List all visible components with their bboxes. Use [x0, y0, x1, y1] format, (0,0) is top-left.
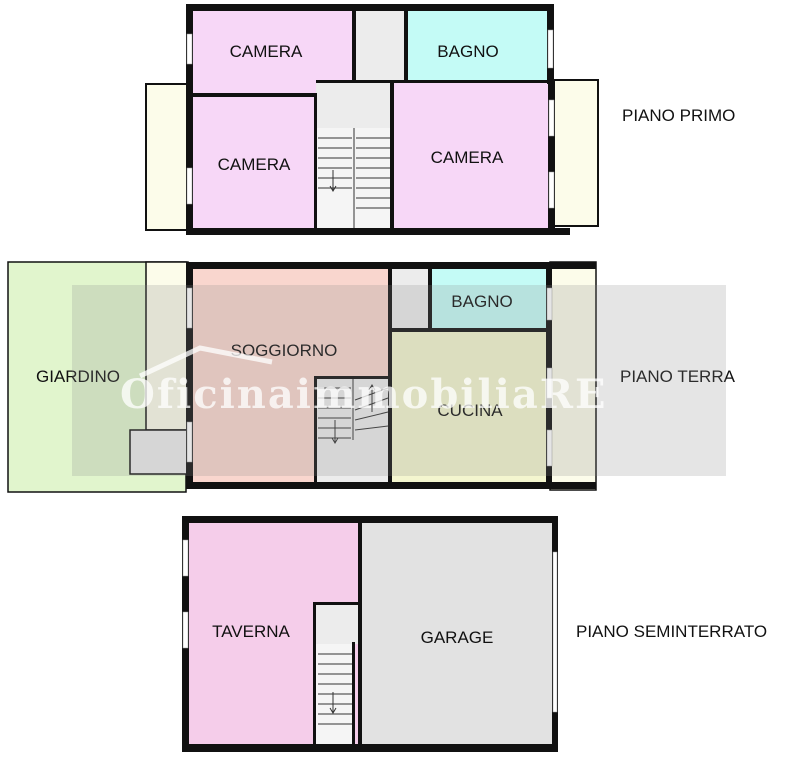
windows-primo	[186, 29, 555, 209]
label-cucina: CUCINA	[437, 401, 503, 420]
hall-primo-north	[354, 10, 406, 82]
room-camera-w	[192, 93, 316, 229]
stair-treads-primo	[318, 128, 390, 229]
label-bagno-terra: BAGNO	[451, 292, 512, 311]
label-camera-nw: CAMERA	[230, 42, 303, 61]
label-taverna: TAVERNA	[212, 622, 290, 641]
floor-primo: CAMERA BAGNO CAMERA CAMERA PIANO PRIMO	[145, 4, 735, 235]
watermark-band	[72, 285, 726, 476]
stair-arrow-icon	[329, 170, 337, 192]
windows-terra	[186, 287, 553, 467]
room-cucina	[390, 330, 548, 482]
stair-treads-seminterrato	[318, 653, 352, 725]
label-bagno-primo: BAGNO	[437, 42, 498, 61]
floor-seminterrato: TAVERNA GARAGE PIANO SEMINTERRATO	[182, 516, 767, 752]
room-camera-nw	[192, 10, 354, 93]
stair-arrow-icon	[331, 420, 339, 444]
label-camera-w: CAMERA	[218, 155, 291, 174]
balcony-primo-east	[547, 79, 599, 227]
hall-primo-stair-landing	[316, 82, 392, 128]
label-camera-e: CAMERA	[431, 148, 504, 167]
watermark: OficinaimmobiliaRE	[72, 285, 726, 476]
porch-terra-west	[145, 261, 189, 431]
room-bagno-terra	[430, 268, 548, 330]
windows-seminterrato	[182, 539, 558, 713]
room-bagno-primo	[406, 10, 548, 82]
label-giardino: GIARDINO	[36, 367, 120, 386]
label-soggiorno: SOGGIORNO	[231, 341, 338, 360]
label-garage: GARAGE	[421, 628, 494, 647]
floor-label-seminterrato: PIANO SEMINTERRATO	[576, 622, 767, 641]
floor-label-primo: PIANO PRIMO	[622, 106, 735, 125]
room-garage	[360, 522, 552, 744]
room-camera-e	[392, 82, 548, 229]
stair-landing-seminterrato	[316, 604, 360, 644]
floor-terra: GIARDINO SOGGIORNO BAGNO CUCINA PIANO TE…	[7, 261, 736, 493]
house-roof-icon	[138, 345, 273, 379]
hall-terra	[390, 268, 430, 330]
floor-label-terra: PIANO TERRA	[620, 367, 736, 386]
stair-arrow-icon	[368, 384, 376, 412]
balcony-primo-west	[145, 83, 193, 231]
stair-arrow-icon	[329, 692, 337, 714]
watermark-text: OficinaimmobiliaRE	[120, 371, 608, 418]
